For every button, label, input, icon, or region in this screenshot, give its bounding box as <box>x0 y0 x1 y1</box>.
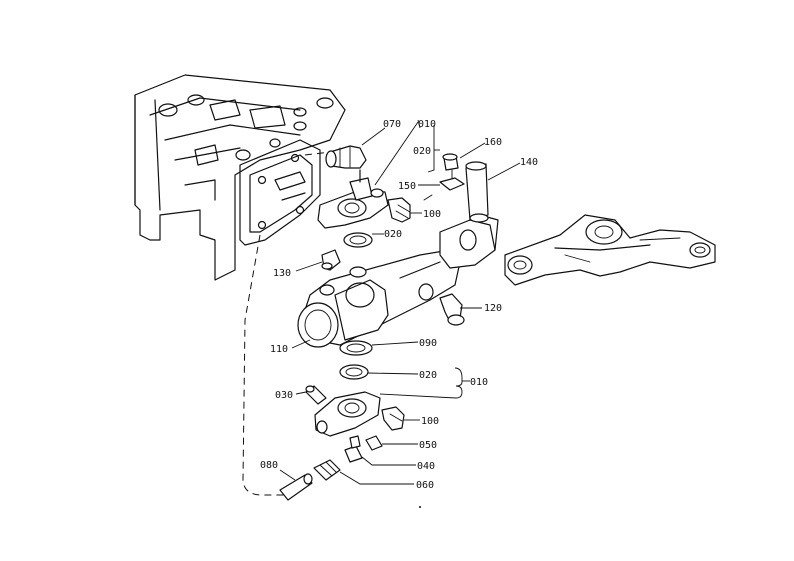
fitting-050 <box>365 435 383 451</box>
elbow-fitting-120 <box>439 293 465 326</box>
hose-080 <box>279 473 313 501</box>
label-010-top: 010 <box>418 119 436 130</box>
rod-clevis <box>439 214 499 269</box>
bolt-100-top <box>387 197 411 223</box>
fitting-130 <box>321 249 341 271</box>
label-030: 030 <box>275 390 293 401</box>
label-130: 130 <box>273 268 291 279</box>
elbow-fitting-070 <box>325 145 367 169</box>
label-160: 160 <box>484 137 502 148</box>
label-090: 090 <box>419 338 437 349</box>
pin-140 <box>465 161 489 223</box>
label-060: 060 <box>416 480 434 491</box>
washer-150 <box>439 177 465 191</box>
stray-mark <box>419 506 421 508</box>
connector-060 <box>313 459 341 481</box>
label-020-top-bracket: 020 <box>413 146 431 157</box>
engine-housing <box>134 74 346 281</box>
leader-lines <box>279 119 521 485</box>
label-010-bottom: 010 <box>470 377 488 388</box>
seal-ring-090 <box>339 340 373 356</box>
label-050: 050 <box>419 440 437 451</box>
label-020-bottom: 020 <box>419 370 437 381</box>
top-end-bracket <box>317 169 389 229</box>
pipe-route-dashed <box>242 234 288 496</box>
seal-ring-020-top <box>343 232 373 248</box>
part-labels: 070 010 020 160 140 150 100 020 130 120 … <box>260 119 538 491</box>
label-140: 140 <box>520 157 538 168</box>
bolt-100-bottom <box>381 406 405 431</box>
label-150: 150 <box>398 181 416 192</box>
hydraulic-cylinder-110 <box>297 249 461 348</box>
label-100-bottom: 100 <box>421 416 439 427</box>
label-080: 080 <box>260 460 278 471</box>
label-100-top: 100 <box>423 209 441 220</box>
seal-ring-020-bottom <box>339 364 369 380</box>
lift-arm <box>504 214 716 286</box>
bracket-150 <box>423 194 433 201</box>
pipe-route-top <box>304 151 331 156</box>
label-040: 040 <box>417 461 435 472</box>
label-110: 110 <box>270 344 288 355</box>
label-120: 120 <box>484 303 502 314</box>
fitting-040 <box>344 435 363 463</box>
label-020-top: 020 <box>384 229 402 240</box>
bottom-end-bracket <box>314 391 381 437</box>
bolt-160 <box>442 153 459 181</box>
pin-030 <box>305 385 327 405</box>
label-070: 070 <box>383 119 401 130</box>
